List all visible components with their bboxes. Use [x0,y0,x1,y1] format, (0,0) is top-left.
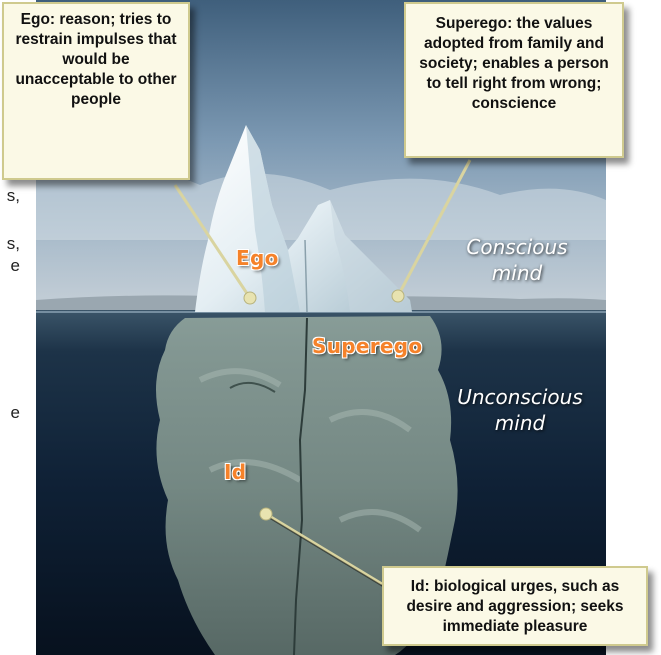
id-label: Id [224,460,246,484]
left-text-fragment: s, [0,186,20,206]
left-text-fragment: s, [0,234,20,254]
superego-label: Superego [312,334,422,358]
id-marker-dot [260,508,272,520]
ego-label: Ego [236,246,279,270]
id-callout: Id: biological urges, such as desire and… [382,566,648,646]
superego-marker-dot [392,290,404,302]
left-text-fragment: e [0,256,20,276]
ego-marker-dot [244,292,256,304]
superego-callout: Superego: the values adopted from family… [404,2,624,158]
ego-callout: Ego: reason; tries to restrain impulses … [2,2,190,180]
left-text-fragment: e [0,403,20,423]
unconscious-mind-label: Unconscious mind [440,384,600,436]
conscious-mind-label: Conscious mind [452,234,582,286]
